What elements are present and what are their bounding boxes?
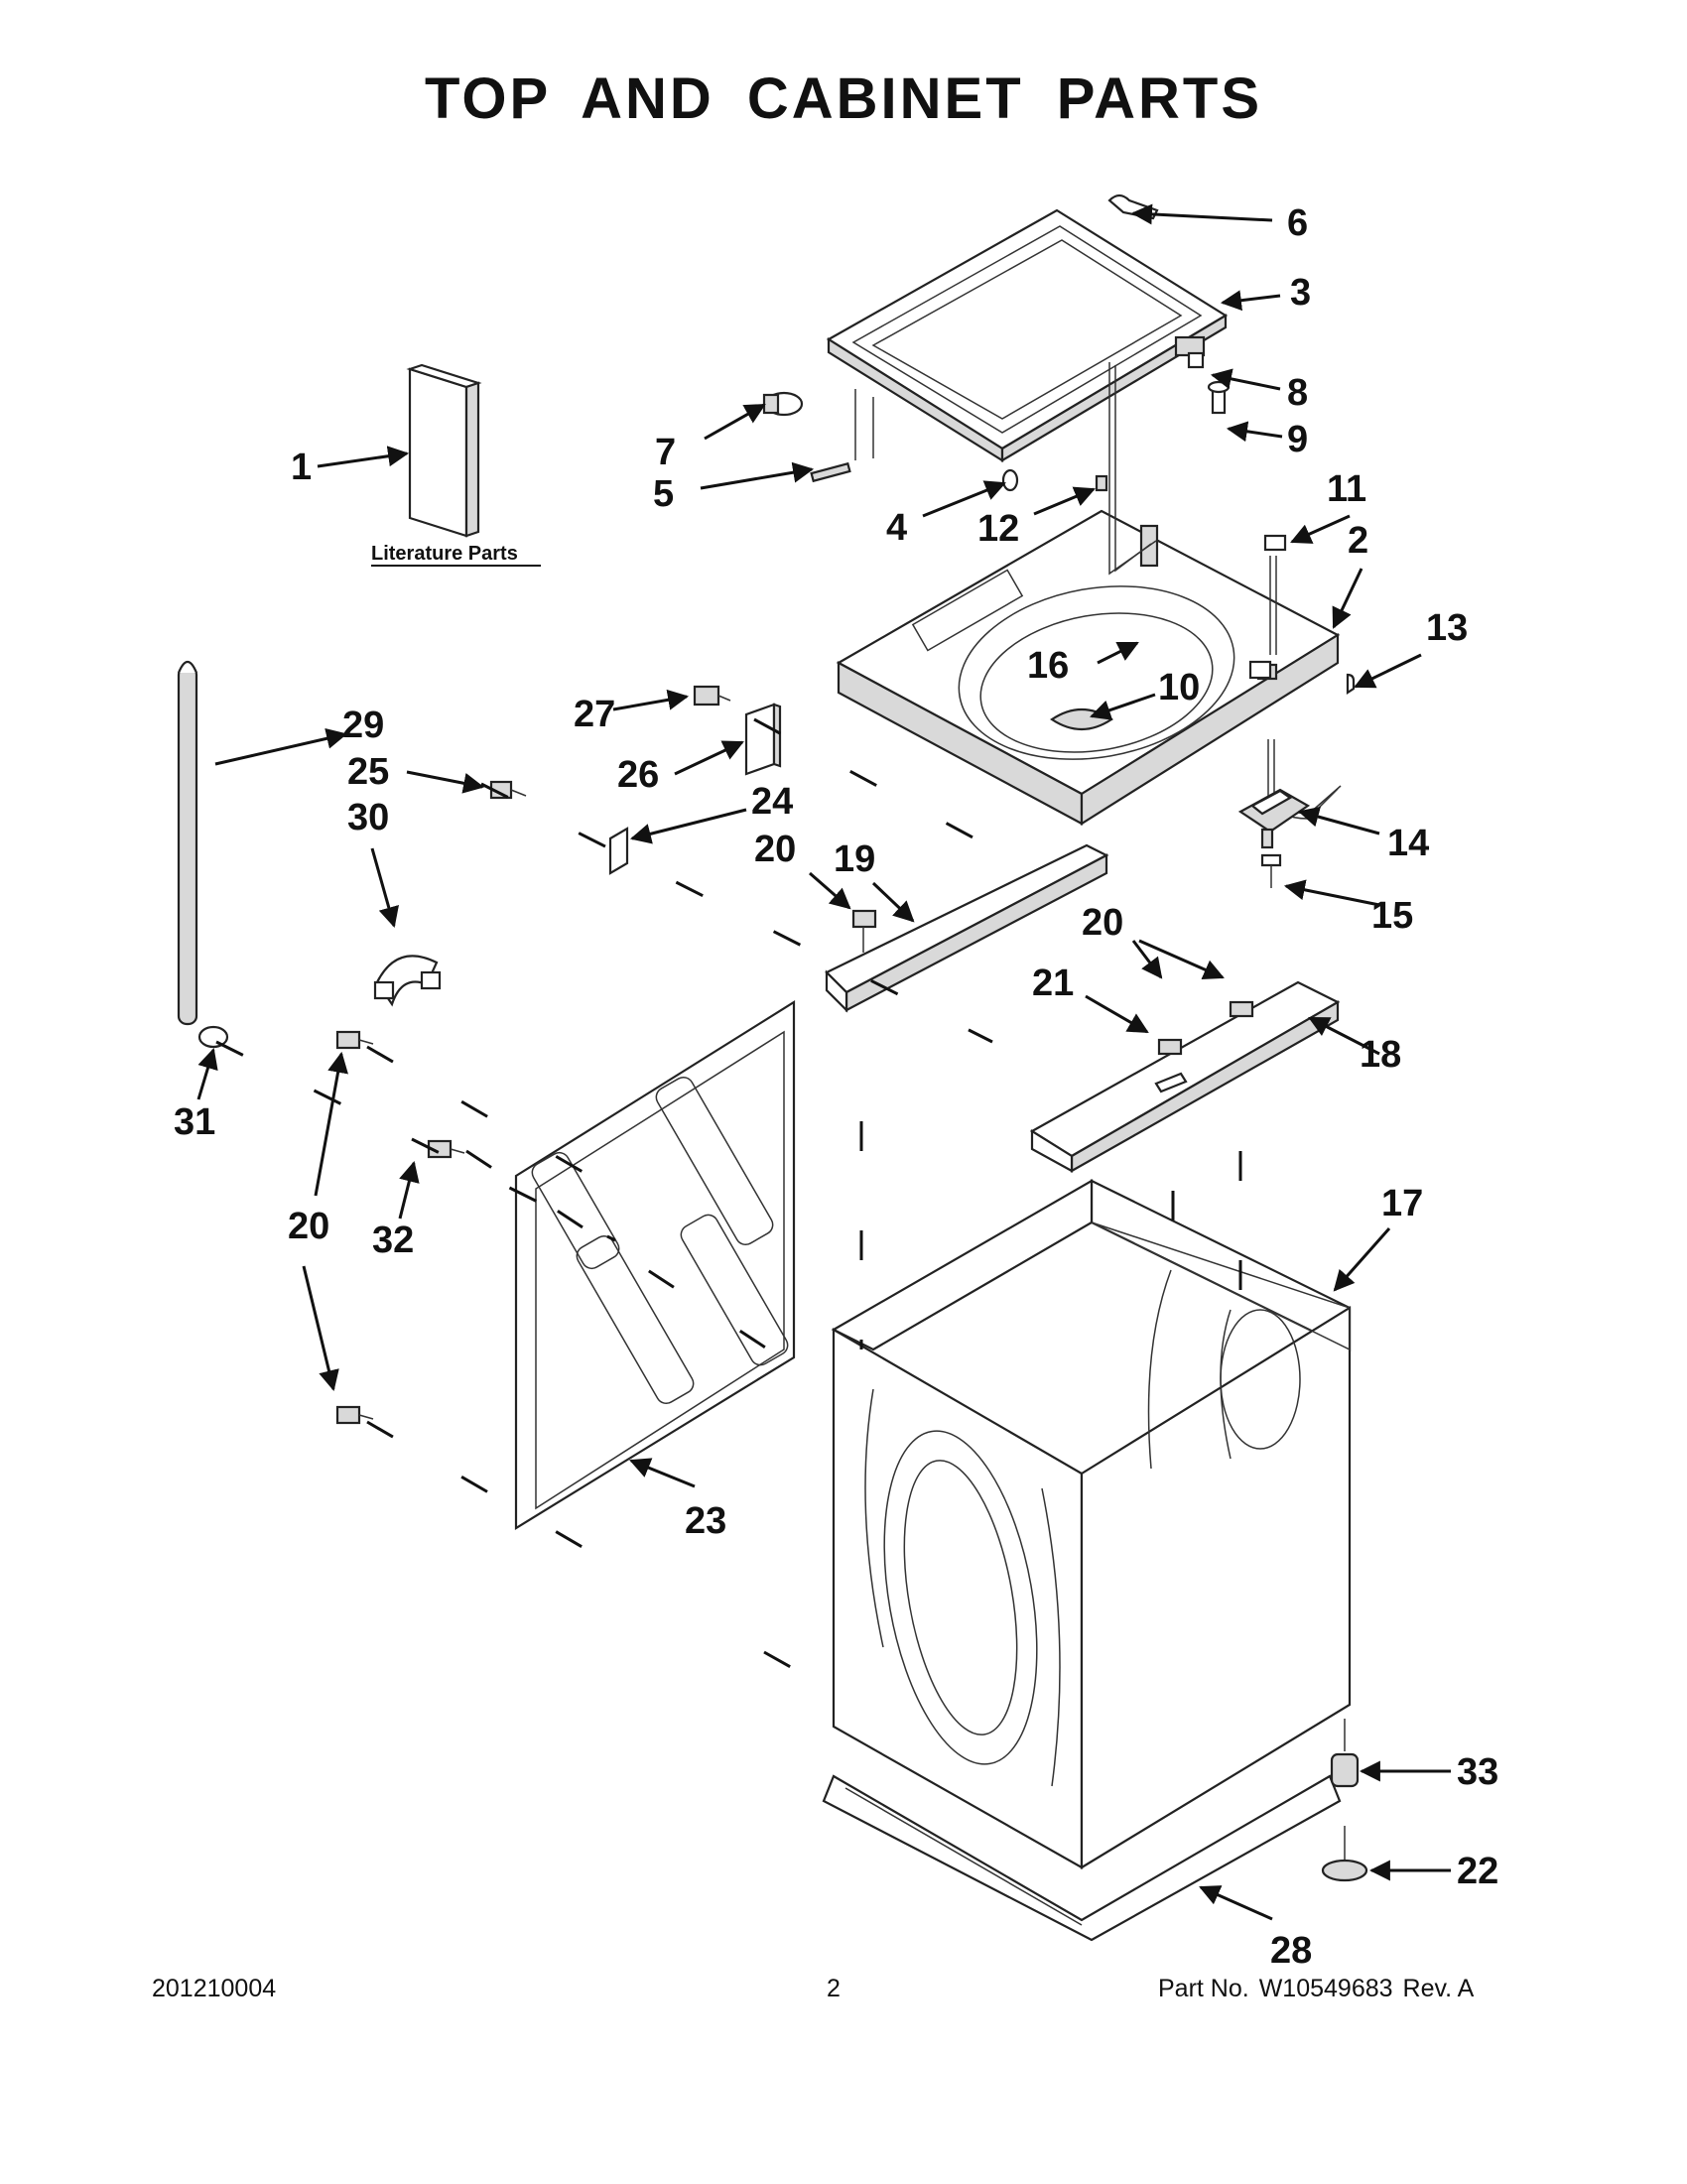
callout-17: 17 bbox=[1381, 1183, 1423, 1224]
callout-31: 31 bbox=[174, 1101, 215, 1143]
cabinet-base bbox=[822, 1774, 1342, 1942]
callout-24: 24 bbox=[751, 781, 793, 823]
rear-panel bbox=[514, 1000, 796, 1530]
callout-9: 9 bbox=[1287, 419, 1308, 460]
callout-11: 11 bbox=[1327, 468, 1366, 510]
drain-hose bbox=[177, 660, 442, 1049]
callout-30: 30 bbox=[347, 797, 389, 838]
callout-32: 32 bbox=[372, 1220, 414, 1261]
document-number: 201210004 bbox=[152, 1975, 277, 2002]
callout-3: 3 bbox=[1290, 272, 1311, 314]
rear-panel-screws bbox=[335, 1030, 465, 1425]
side-hardware bbox=[489, 685, 782, 875]
callout-6: 6 bbox=[1287, 202, 1308, 244]
callout-15: 15 bbox=[1371, 895, 1413, 937]
callout-12: 12 bbox=[977, 508, 1019, 550]
callout-1: 1 bbox=[291, 447, 312, 488]
callout-20-right: 20 bbox=[1082, 902, 1123, 944]
page-title: TOP AND CABINET PARTS bbox=[424, 66, 1263, 131]
front-brace bbox=[825, 843, 1109, 1013]
leader-arrows bbox=[196, 203, 1451, 1921]
callout-2: 2 bbox=[1348, 520, 1368, 562]
callout-21: 21 bbox=[1032, 963, 1074, 1004]
callout-20-top: 20 bbox=[754, 829, 796, 870]
rear-brace bbox=[1029, 980, 1341, 1173]
callout-19: 19 bbox=[834, 838, 875, 880]
callout-14: 14 bbox=[1387, 823, 1429, 864]
callout-29: 29 bbox=[342, 705, 384, 746]
part-number-block: Part No. W10549683 Rev. A bbox=[1158, 1975, 1484, 2003]
callout-27: 27 bbox=[574, 694, 615, 735]
callout-5: 5 bbox=[653, 473, 674, 515]
alignment-lines bbox=[215, 717, 1242, 1699]
part-number: W10549683 bbox=[1258, 1975, 1393, 2002]
callout-numbers: 1 2 3 4 5 6 7 8 9 10 11 12 13 14 15 16 1… bbox=[174, 202, 1498, 1972]
callout-13: 13 bbox=[1426, 607, 1468, 649]
revision: Rev. A bbox=[1402, 1975, 1475, 2002]
callout-18: 18 bbox=[1360, 1034, 1401, 1076]
literature-booklet bbox=[406, 363, 482, 538]
literature-parts-label: Literature Parts bbox=[371, 543, 518, 565]
washer-lid bbox=[826, 208, 1229, 462]
callout-25: 25 bbox=[347, 751, 389, 793]
callout-7: 7 bbox=[655, 432, 676, 473]
leveling-leg bbox=[1321, 1719, 1368, 1882]
callout-23: 23 bbox=[685, 1500, 726, 1542]
callout-4: 4 bbox=[886, 507, 907, 549]
top-panel bbox=[836, 509, 1341, 826]
callout-8: 8 bbox=[1287, 372, 1308, 414]
cabinet bbox=[831, 1179, 1352, 1869]
callout-20-left: 20 bbox=[288, 1206, 329, 1247]
callout-33: 33 bbox=[1457, 1751, 1498, 1793]
callout-28: 28 bbox=[1270, 1930, 1312, 1972]
part-number-label: Part No. bbox=[1158, 1975, 1249, 2002]
lid-switch bbox=[1237, 788, 1311, 888]
callout-26: 26 bbox=[617, 754, 659, 796]
callout-10: 10 bbox=[1158, 667, 1200, 708]
callout-16: 16 bbox=[1027, 645, 1069, 687]
callout-22: 22 bbox=[1457, 1851, 1498, 1892]
page-number: 2 bbox=[827, 1975, 841, 2002]
